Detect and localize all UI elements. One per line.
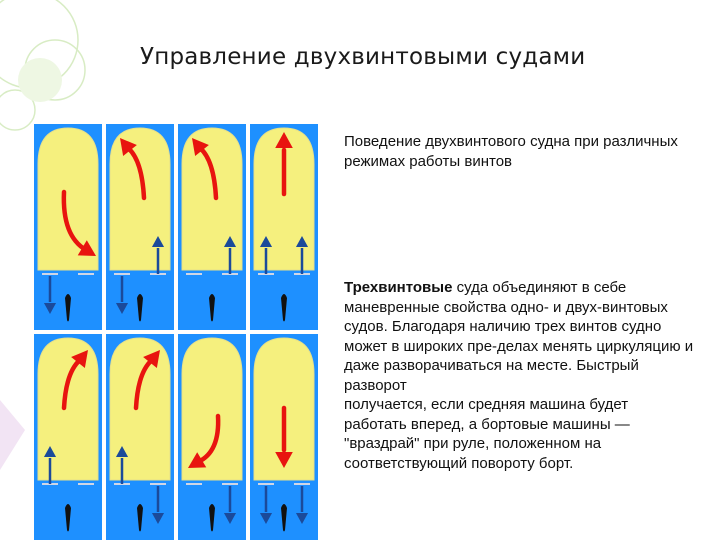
motion-arrow-head — [275, 452, 293, 468]
ship-hull — [109, 337, 171, 481]
body-lead: Трехвинтовые — [344, 279, 453, 296]
ship-hull — [37, 127, 99, 271]
propeller-diagram-grid — [34, 124, 318, 540]
rudder-icon — [281, 504, 287, 532]
rudder-icon — [137, 504, 143, 532]
thrust-arrow-head — [43, 446, 57, 457]
motion-arrow-head — [275, 132, 293, 148]
decorative-background — [0, 0, 86, 470]
thrust-arrow-head — [295, 236, 309, 247]
diagram-panel — [106, 334, 174, 540]
diagram-panel — [178, 334, 246, 540]
thrust-arrow-head — [43, 303, 57, 314]
thrust-arrow-head — [259, 513, 273, 524]
thrust-arrow-head — [259, 236, 273, 247]
thrust-arrow-head — [295, 513, 309, 524]
diagram-description: Поведение двухвинтового судна при различ… — [344, 133, 678, 170]
diagram-panel — [34, 124, 102, 330]
deco-bubble — [18, 58, 62, 102]
diagram-panel — [106, 124, 174, 330]
motion-arrow-head — [71, 350, 88, 368]
thrust-arrow-head — [115, 446, 129, 457]
diagram-panel — [34, 334, 102, 540]
motion-arrow-shaft — [61, 189, 89, 253]
rudder-icon — [281, 294, 287, 322]
rudder-icon — [65, 504, 71, 532]
motion-arrow-head — [188, 452, 207, 468]
rudder-icon — [209, 294, 215, 322]
diagram-panel — [178, 124, 246, 330]
page-title: Управление двухвинтовыми судами — [140, 44, 586, 70]
deco-shape — [0, 400, 25, 470]
motion-arrow-head — [143, 350, 160, 368]
body-paragraph-1: суда объединяют в себе маневренные свойс… — [344, 279, 694, 394]
ship-hull — [181, 127, 243, 271]
thrust-arrow-head — [115, 303, 129, 314]
motion-arrow-head — [120, 138, 137, 156]
thrust-arrow-head — [223, 236, 237, 247]
diagram-panel — [250, 334, 318, 540]
rudder-icon — [137, 294, 143, 322]
thrust-arrow-head — [223, 513, 237, 524]
ship-hull — [253, 127, 315, 271]
rudder-icon — [65, 294, 71, 322]
thrust-arrow-head — [151, 236, 165, 247]
rudder-icon — [209, 504, 215, 532]
diagram-panel — [250, 124, 318, 330]
ship-hull — [37, 337, 99, 481]
deco-circle — [0, 89, 36, 131]
ship-hull — [109, 127, 171, 271]
body-paragraph-2: получается, если средняя машина будет ра… — [344, 396, 630, 472]
body-text: Трехвинтовые суда объединяют в себе мане… — [344, 278, 694, 473]
ship-hull — [181, 337, 243, 481]
thrust-arrow-head — [151, 513, 165, 524]
motion-arrow-head — [77, 240, 96, 256]
motion-arrow-head — [192, 138, 209, 156]
